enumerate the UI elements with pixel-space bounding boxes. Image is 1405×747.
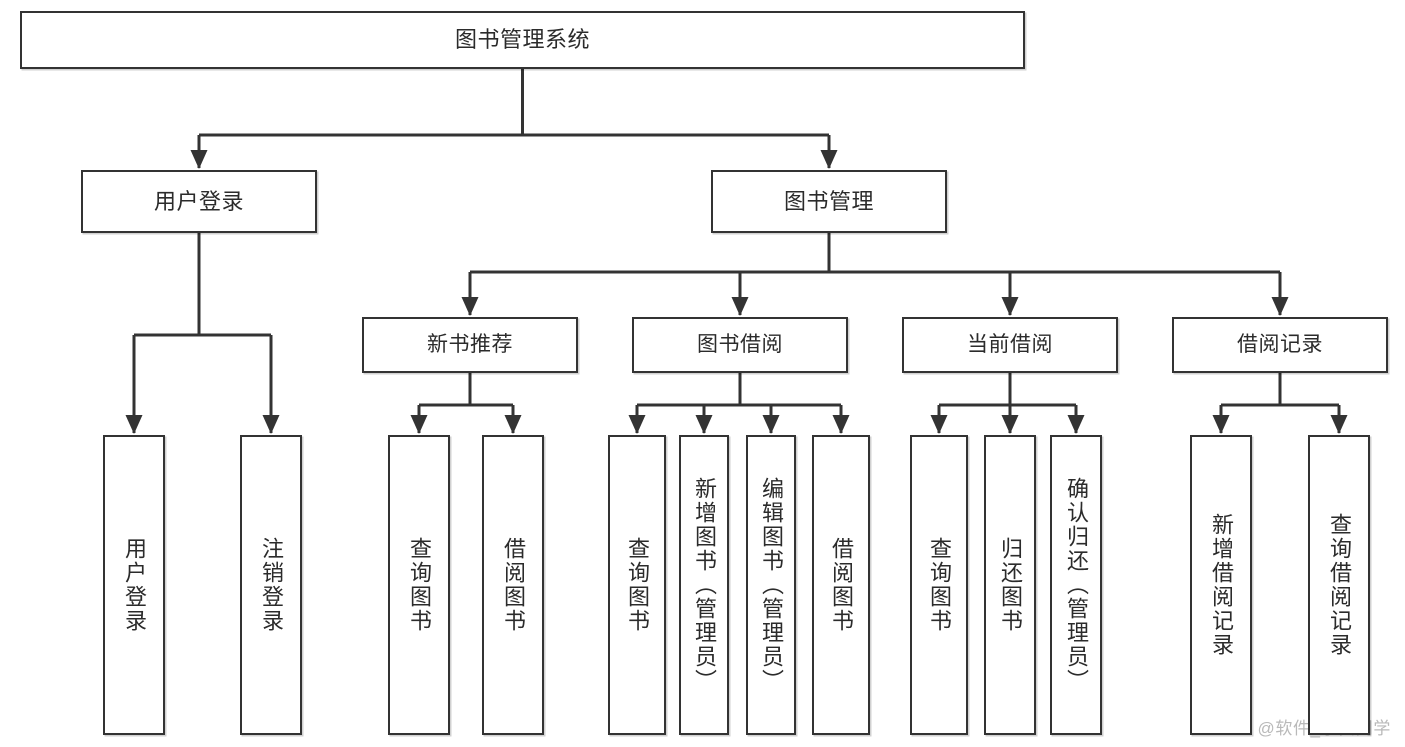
arrowhead-icon-leaf-nb-borrow — [504, 415, 522, 434]
node-label-leaf-cconf: 确认归还（管理员） — [1064, 477, 1089, 693]
arrowhead-icon-login — [190, 150, 208, 169]
node-login[interactable]: 用户登录 — [81, 170, 317, 233]
node-bookmgmt[interactable]: 图书管理 — [711, 170, 947, 233]
node-label-leaf-badd: 新增图书（管理员） — [692, 477, 717, 693]
arrowhead-icon-current — [1001, 297, 1019, 316]
node-leaf-logout[interactable]: 注销登录 — [240, 435, 302, 735]
arrowhead-icon-leaf-logout — [262, 415, 280, 434]
arrowhead-icon-bookmgmt — [820, 150, 838, 169]
node-leaf-nb-borrow[interactable]: 借阅图书 — [482, 435, 544, 735]
node-leaf-nb-query[interactable]: 查询图书 — [388, 435, 450, 735]
node-label-leaf-bq: 查询图书 — [625, 537, 650, 633]
arrowhead-icon-newbook — [461, 297, 479, 316]
node-label-records: 借阅记录 — [1237, 332, 1323, 356]
arrowhead-icon-leaf-cq — [930, 415, 948, 434]
node-newbook[interactable]: 新书推荐 — [362, 317, 578, 373]
node-label-leaf-nb-borrow: 借阅图书 — [501, 537, 526, 633]
node-label-leaf-bedit: 编辑图书（管理员） — [759, 477, 784, 693]
node-root[interactable]: 图书管理系统 — [20, 11, 1025, 69]
node-label-root: 图书管理系统 — [454, 27, 590, 53]
node-leaf-bborrow[interactable]: 借阅图书 — [812, 435, 870, 735]
node-borrow[interactable]: 图书借阅 — [632, 317, 848, 373]
node-records[interactable]: 借阅记录 — [1172, 317, 1388, 373]
node-leaf-rquery[interactable]: 查询借阅记录 — [1308, 435, 1370, 735]
node-current[interactable]: 当前借阅 — [902, 317, 1118, 373]
arrowhead-icon-leaf-cret — [1001, 415, 1019, 434]
node-label-leaf-bborrow: 借阅图书 — [829, 537, 854, 633]
node-leaf-cconf[interactable]: 确认归还（管理员） — [1050, 435, 1102, 735]
arrowhead-icon-borrow — [731, 297, 749, 316]
node-leaf-badd[interactable]: 新增图书（管理员） — [679, 435, 729, 735]
node-label-leaf-cret: 归还图书 — [998, 537, 1023, 633]
arrowhead-icon-leaf-cconf — [1067, 415, 1085, 434]
arrowhead-icon-leaf-badd — [695, 415, 713, 434]
arrowhead-icon-leaf-bq — [628, 415, 646, 434]
node-label-leaf-rquery: 查询借阅记录 — [1327, 513, 1352, 657]
node-leaf-bedit[interactable]: 编辑图书（管理员） — [746, 435, 796, 735]
node-label-newbook: 新书推荐 — [427, 332, 513, 356]
node-leaf-bq[interactable]: 查询图书 — [608, 435, 666, 735]
arrowhead-icon-leaf-radd — [1212, 415, 1230, 434]
node-label-borrow: 图书借阅 — [697, 332, 783, 356]
arrowhead-icon-leaf-login — [125, 415, 143, 434]
node-leaf-cq[interactable]: 查询图书 — [910, 435, 968, 735]
node-label-bookmgmt: 图书管理 — [783, 188, 874, 214]
node-label-current: 当前借阅 — [967, 332, 1053, 356]
node-label-leaf-logout: 注销登录 — [259, 537, 284, 633]
node-label-login: 用户登录 — [153, 188, 244, 214]
arrowhead-icon-leaf-bborrow — [832, 415, 850, 434]
arrowhead-icon-records — [1271, 297, 1289, 316]
node-leaf-radd[interactable]: 新增借阅记录 — [1190, 435, 1252, 735]
arrowhead-icon-leaf-rquery — [1330, 415, 1348, 434]
arrowhead-icon-leaf-nb-query — [410, 415, 428, 434]
node-label-leaf-login: 用户登录 — [122, 537, 147, 633]
arrowhead-icon-leaf-bedit — [762, 415, 780, 434]
node-leaf-login[interactable]: 用户登录 — [103, 435, 165, 735]
node-label-leaf-radd: 新增借阅记录 — [1209, 513, 1234, 657]
node-label-leaf-cq: 查询图书 — [927, 537, 952, 633]
node-leaf-cret[interactable]: 归还图书 — [984, 435, 1036, 735]
node-label-leaf-nb-query: 查询图书 — [407, 537, 432, 633]
